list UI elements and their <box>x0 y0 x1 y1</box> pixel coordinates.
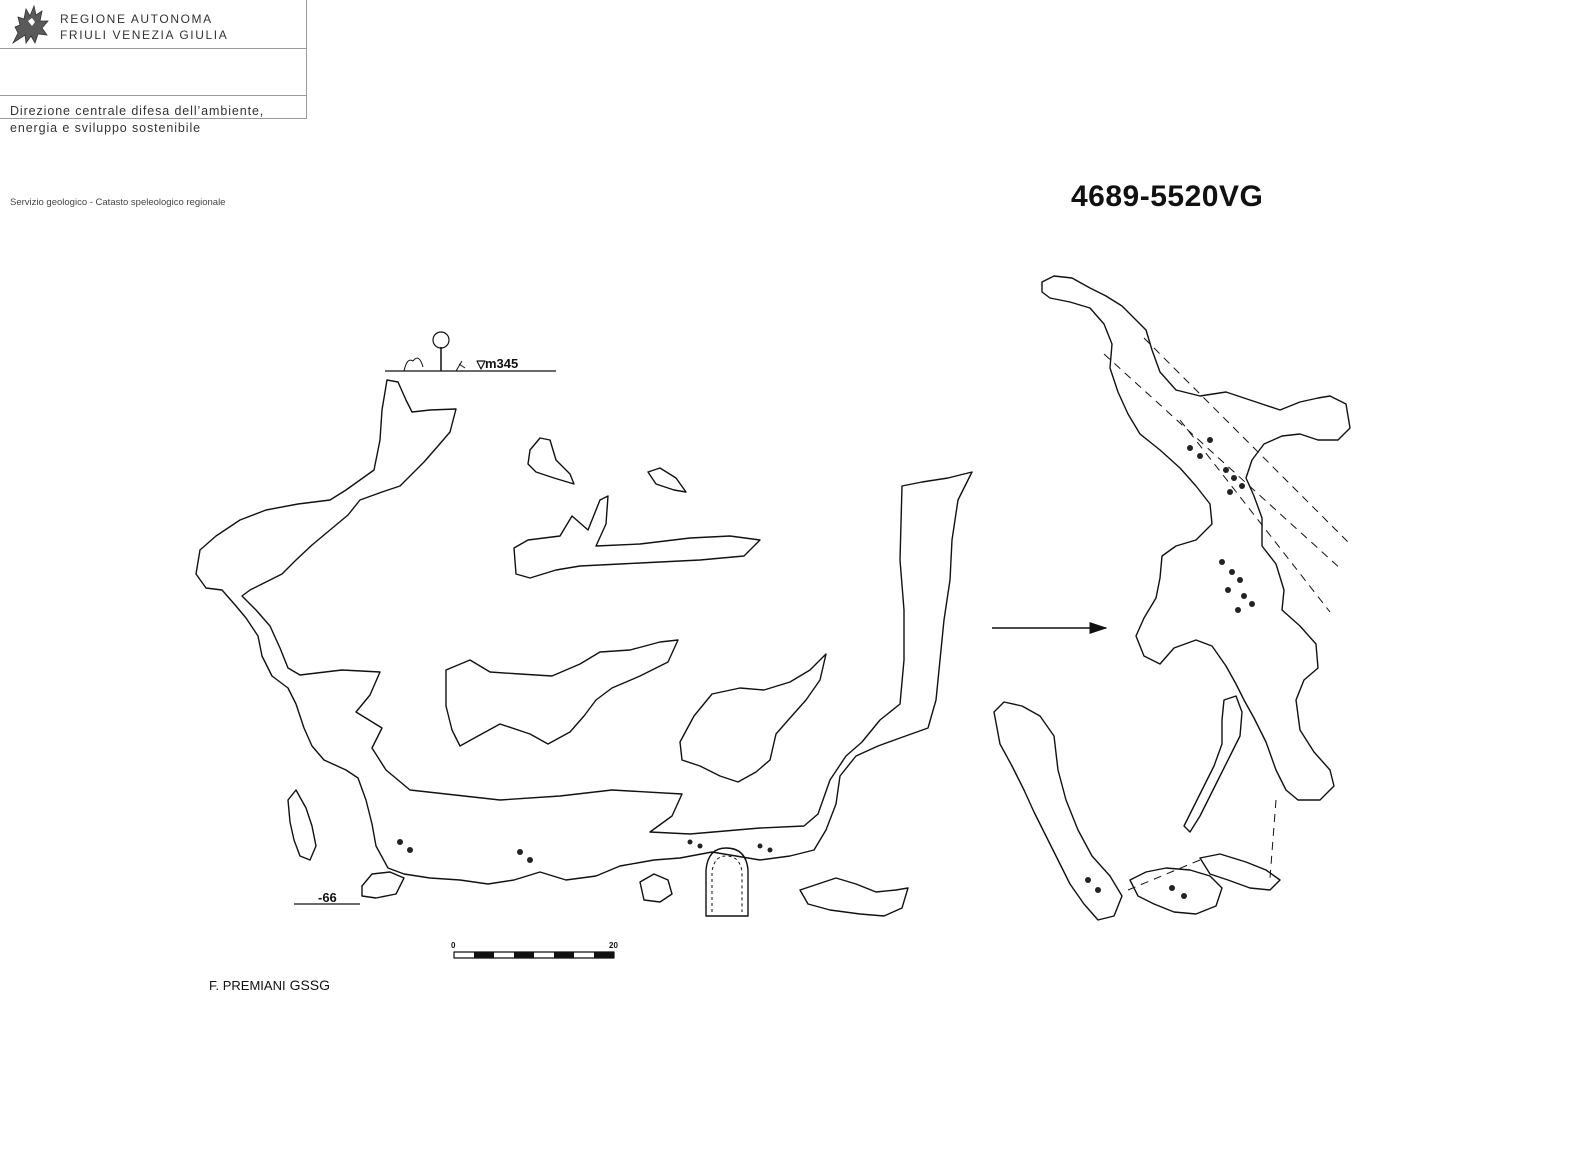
boulder-hatching <box>397 437 1255 899</box>
cave-profile-chamber-48 <box>639 873 673 903</box>
cave-profile-middle-gallery <box>445 639 679 747</box>
cave-plan-west-gallery <box>993 701 1123 921</box>
entrance-elevation: m345 <box>485 356 519 371</box>
bottom-depth: -66 <box>318 890 337 905</box>
cave-plan-upper <box>1041 275 1351 801</box>
region-name-line1: REGIONE AUTONOMA <box>60 12 213 26</box>
scale-max-label: 20 <box>609 941 618 950</box>
scale-min-label: 0 <box>451 941 456 950</box>
header-directorate-row: Direzione centrale difesa dell’ambiente,… <box>0 49 306 135</box>
header-block: REGIONE AUTONOMA FRIULI VENEZIA GIULIA D… <box>0 0 307 208</box>
region-name-line2: FRIULI VENEZIA GIULIA <box>60 28 229 42</box>
survey-id: 4689-5520VG <box>1071 180 1264 213</box>
directorate-line2: energia e sviluppo sostenibile <box>10 121 201 135</box>
cave-profile-cross-section <box>705 847 749 917</box>
header-region-row: REGIONE AUTONOMA FRIULI VENEZIA GIULIA <box>0 0 306 49</box>
cave-plan-lower-branch <box>1183 695 1243 833</box>
service-name: Servizio geologico - Catasto speleologic… <box>10 197 226 208</box>
plan-dashed-lines <box>1103 337 1351 891</box>
cave-plan-bottom-passage <box>1129 867 1223 915</box>
cave-profile-chamber-54 <box>799 877 909 917</box>
cave-profile-chamber-28 <box>361 871 405 899</box>
club-name: GSSG <box>289 977 331 993</box>
header-service-row: Servizio geologico - Catasto speleologic… <box>0 96 306 208</box>
surface-line <box>385 331 556 372</box>
author-name: F. PREMIANI <box>209 978 286 993</box>
cave-profile-upper-gallery <box>513 495 761 579</box>
cave-profile-chamber-75 <box>527 437 575 485</box>
cave-profile-chamber-47 <box>679 653 827 783</box>
cave-profile-main <box>195 379 973 885</box>
cave-profile-chamber-33 <box>287 789 317 861</box>
eagle-emblem-icon <box>11 4 49 45</box>
scale-bar <box>453 951 615 959</box>
cave-profile-chamber-76 <box>647 467 687 493</box>
directorate-line1: Direzione centrale difesa dell’ambiente, <box>10 104 265 118</box>
cave-plan-side-chamber <box>1199 853 1281 891</box>
